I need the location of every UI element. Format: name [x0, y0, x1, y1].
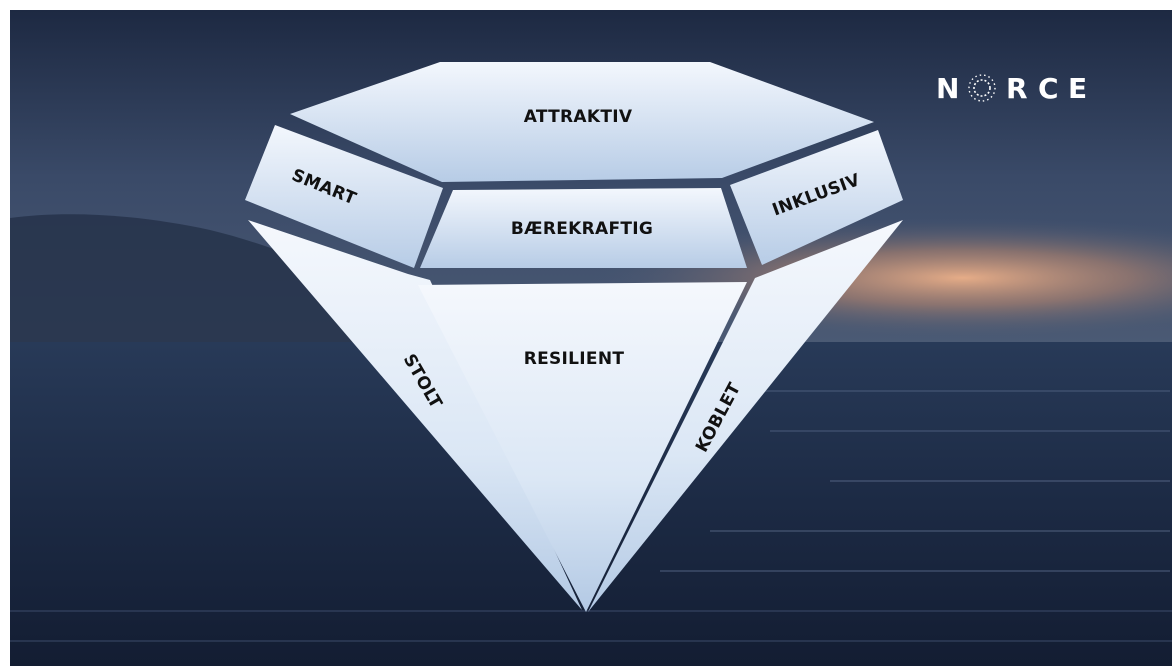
logo-letter-r: R — [1006, 72, 1028, 105]
logo-letter-e: E — [1068, 72, 1087, 105]
norce-logo: N R C E — [936, 72, 1087, 105]
facet-label-center: BÆREKRAFTIG — [511, 219, 653, 239]
facet-lower-right — [588, 220, 903, 612]
sea-reflections — [10, 390, 1172, 642]
facet-right — [730, 130, 903, 265]
facet-left — [245, 125, 443, 268]
sun-burst-icon — [968, 74, 996, 102]
facet-lower-center — [418, 282, 747, 612]
facet-center — [420, 188, 747, 268]
diamond-scene: ATTRAKTIV SMART BÆREKRAFTIG INKLUSIV STO… — [10, 10, 1172, 666]
facet-top — [290, 62, 874, 182]
facet-label-top: ATTRAKTIV — [524, 107, 633, 127]
hillside — [10, 214, 430, 345]
slide-background: ATTRAKTIV SMART BÆREKRAFTIG INKLUSIV STO… — [10, 10, 1172, 666]
logo-letter-n: N — [936, 72, 959, 105]
logo-letter-c: C — [1038, 72, 1059, 105]
facet-lower-left — [248, 220, 582, 610]
facet-label-lower-center: RESILIENT — [524, 349, 625, 369]
diamond — [245, 62, 903, 612]
